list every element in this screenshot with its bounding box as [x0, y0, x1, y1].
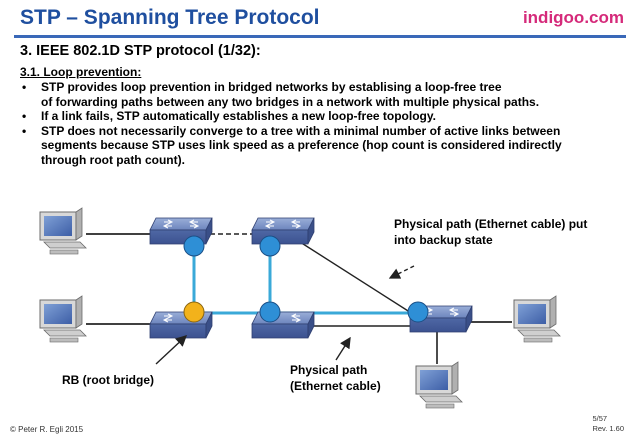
- backup-arrow: [388, 265, 415, 279]
- port-blue: [183, 235, 205, 257]
- slide-content: 3. IEEE 802.1D STP protocol (1/32): 3.1.…: [20, 44, 624, 167]
- header-divider: [14, 35, 626, 38]
- bullet-line: If a link fails, STP automatically estab…: [41, 109, 436, 123]
- network-diagram: Physical path (Ethernet cable) put into …: [39, 207, 587, 409]
- port-blue: [259, 301, 281, 323]
- port-blue: [259, 235, 281, 257]
- revision: Rev. 1.60: [592, 424, 624, 433]
- path-arrow: [335, 336, 351, 361]
- bullet-item: If a link fails, STP automatically estab…: [20, 109, 624, 124]
- physical-link-diagonal: [299, 241, 417, 317]
- bullet-line: STP provides loop prevention in bridged …: [41, 80, 502, 94]
- pc-bottom-left: [39, 295, 87, 343]
- slide-header: STP – Spanning Tree Protocol indigoo.com: [0, 0, 638, 38]
- switch-top-left: [149, 217, 213, 245]
- root-bridge-label: RB (root bridge): [62, 373, 154, 387]
- bullet-line: through root path count).: [41, 152, 185, 167]
- subsection-title: 3.1. Loop prevention:: [20, 64, 142, 79]
- port-blue: [407, 301, 429, 323]
- backup-label-line2: into backup state: [394, 233, 493, 247]
- slide-title: STP – Spanning Tree Protocol: [20, 6, 320, 29]
- path-label-line2: (Ethernet cable): [290, 379, 381, 393]
- bullet-item: STP does not necessarily converge to a t…: [20, 124, 624, 168]
- path-label-line1: Physical path: [290, 363, 367, 377]
- port-root: [183, 301, 205, 323]
- brand-logo-text: indigoo.com: [522, 8, 624, 27]
- pc-bottom-right: [415, 361, 463, 409]
- pc-top-left: [39, 207, 87, 255]
- page-number: 5/57: [592, 414, 608, 423]
- backup-label-line1: Physical path (Ethernet cable) put: [394, 217, 587, 231]
- footer-page-info: 5/57 Rev. 1.60: [592, 414, 624, 434]
- footer-copyright: © Peter R. Egli 2015: [10, 425, 84, 434]
- pc-right: [513, 295, 561, 343]
- bullet-line: segments because STP uses link speed as …: [41, 138, 562, 152]
- bullet-line: STP does not necessarily converge to a t…: [41, 123, 561, 138]
- section-title: 3. IEEE 802.1D STP protocol (1/32):: [20, 43, 261, 59]
- bullet-item: STP provides loop prevention in bridged …: [20, 80, 624, 109]
- root-arrow: [155, 335, 188, 365]
- bullet-list: STP provides loop prevention in bridged …: [20, 80, 624, 167]
- bullet-line: of forwarding paths between any two brid…: [41, 94, 540, 109]
- switch-top-middle: [251, 217, 315, 245]
